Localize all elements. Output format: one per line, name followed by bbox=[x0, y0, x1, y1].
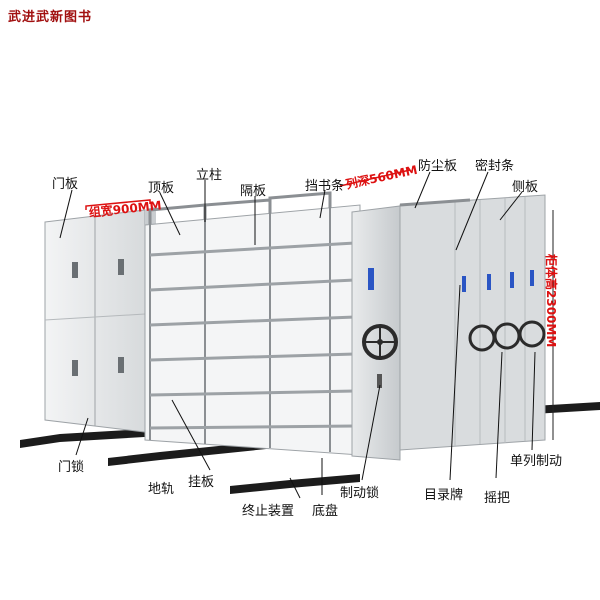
label-catalog-card: 目录牌 bbox=[424, 488, 464, 503]
label-hand-crank: 摇把 bbox=[484, 491, 511, 506]
label-dust-cover: 防尘板 bbox=[418, 159, 458, 174]
open-shelf-section bbox=[144, 191, 361, 456]
crank-panel-front bbox=[351, 205, 401, 461]
label-brake-lock: 制动锁 bbox=[340, 486, 380, 501]
brand-watermark: 武进武新图书 bbox=[8, 10, 93, 25]
label-column: 立柱 bbox=[196, 168, 223, 183]
dimension-lines bbox=[85, 169, 554, 440]
label-top-panel: 顶板 bbox=[148, 181, 175, 196]
label-ground-rail: 地轨 bbox=[148, 482, 175, 497]
label-book-stopper: 挡书条 bbox=[305, 179, 345, 194]
dim-height: 柜体高2300MM bbox=[544, 254, 558, 348]
label-door-lock: 门锁 bbox=[58, 460, 85, 475]
door-cabinet bbox=[44, 206, 156, 433]
label-hanging-plate: 挂板 bbox=[188, 475, 215, 490]
leader-lines bbox=[59, 171, 536, 499]
label-seal-strip: 密封条 bbox=[475, 159, 515, 174]
label-row-brake: 单列制动 bbox=[510, 454, 563, 469]
label-end-stop: 终止装置 bbox=[242, 504, 295, 519]
closed-rows bbox=[399, 194, 546, 451]
label-shelf: 隔板 bbox=[240, 184, 267, 199]
label-base: 底盘 bbox=[312, 504, 339, 519]
label-door-panel: 门板 bbox=[52, 177, 79, 192]
label-side-panel: 侧板 bbox=[512, 180, 539, 195]
